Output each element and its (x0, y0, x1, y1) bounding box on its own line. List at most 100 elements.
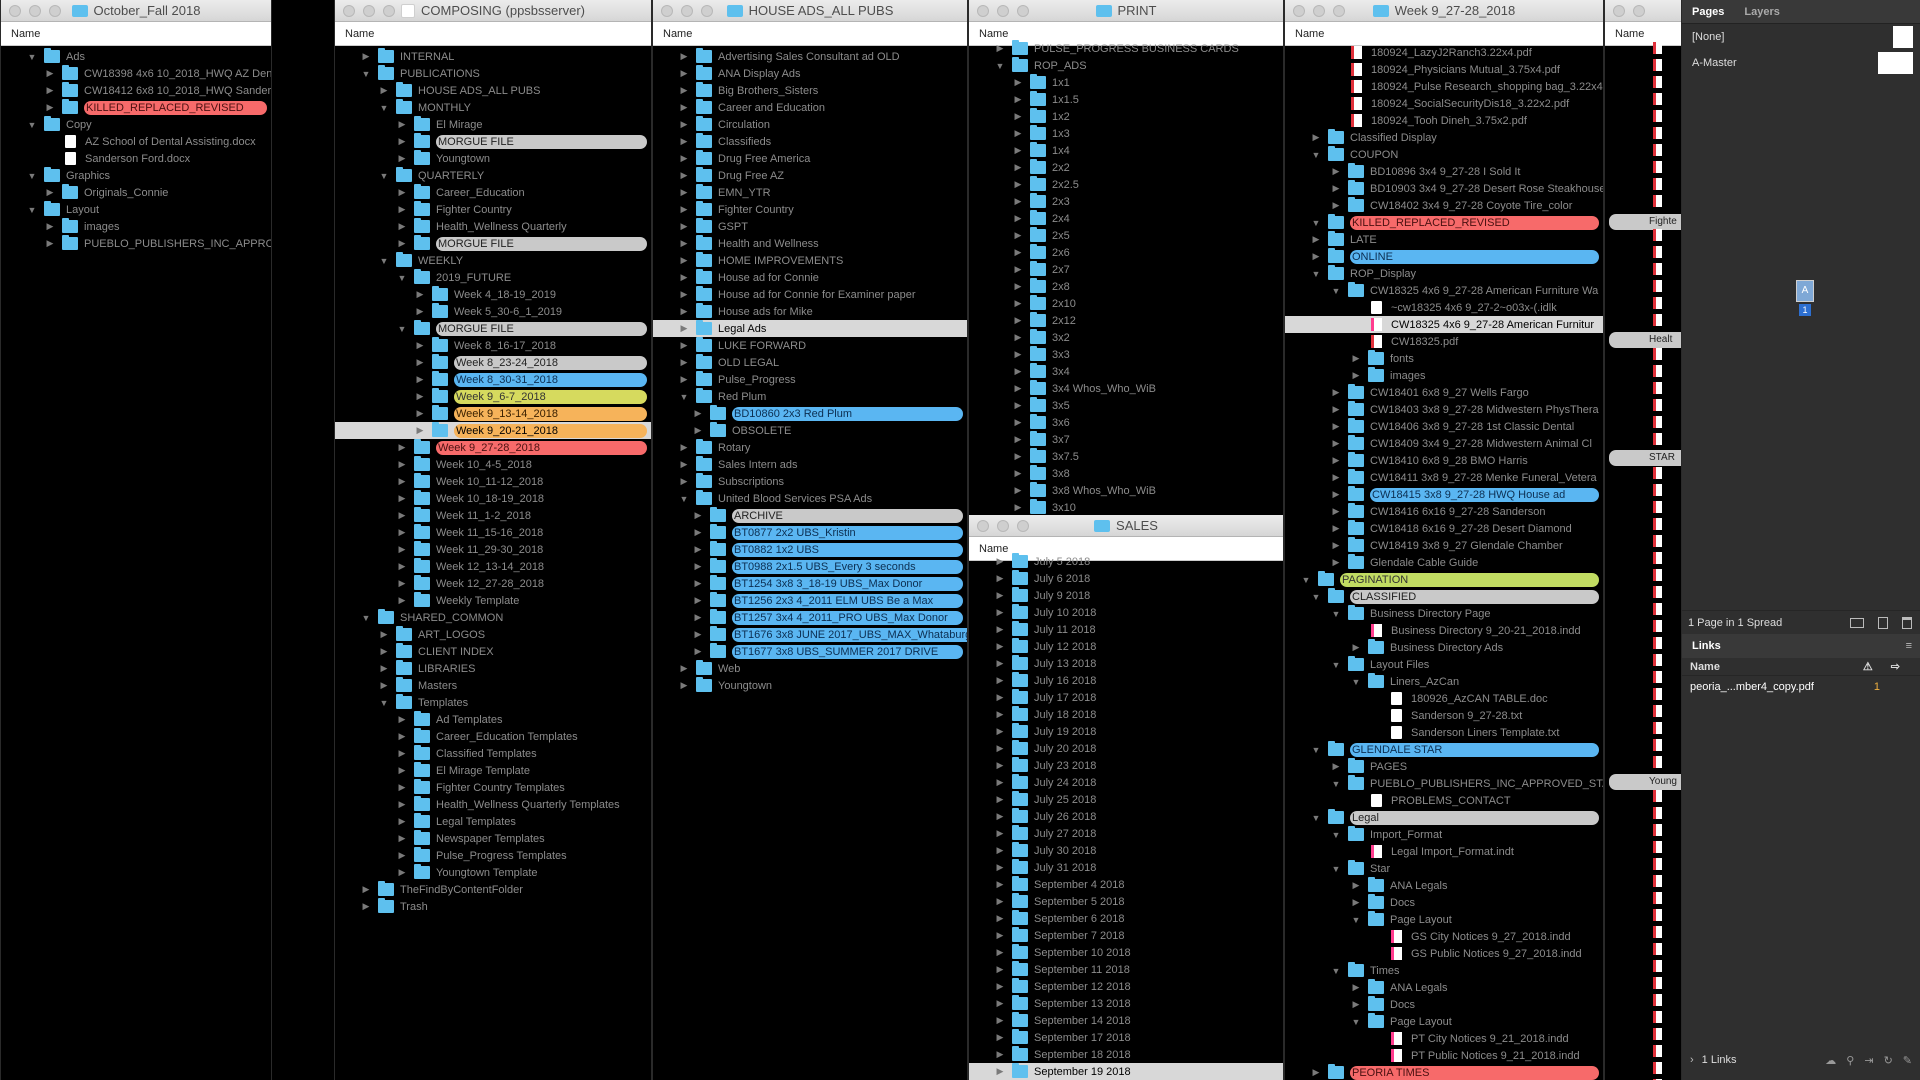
file-row[interactable]: 180926_AzCAN TABLE.doc (1285, 690, 1603, 707)
disclosure-closed-icon[interactable]: ▶ (1352, 370, 1360, 380)
folder-row[interactable]: ▶BT1676 3x8 JUNE 2017_UBS_MAX_Whataburge… (653, 626, 967, 643)
disclosure-open-icon[interactable]: ▼ (1311, 812, 1321, 823)
minimize-button[interactable] (681, 5, 693, 17)
folder-row[interactable]: ▶July 26 2018 (969, 808, 1283, 825)
file-row[interactable]: CW18325.pdf (1285, 333, 1603, 350)
disclosure-closed-icon[interactable]: ▶ (1332, 183, 1340, 193)
disclosure-closed-icon[interactable]: ▶ (398, 561, 406, 571)
disclosure-closed-icon[interactable]: ▶ (46, 238, 54, 248)
folder-row[interactable]: ▶3x10 (969, 499, 1283, 515)
folder-row[interactable]: ▼2019_FUTURE (335, 269, 651, 286)
folder-row[interactable]: ▶Health and Wellness (653, 235, 967, 252)
disclosure-open-icon[interactable]: ▼ (679, 493, 689, 504)
file-row[interactable]: GS Public Notices 9_27_2018.indd (1285, 945, 1603, 962)
disclosure-closed-icon[interactable]: ▶ (1014, 145, 1022, 155)
disclosure-closed-icon[interactable]: ▶ (996, 624, 1004, 634)
minimize-button[interactable] (1633, 5, 1645, 17)
folder-row[interactable]: ▼Page Layout (1285, 911, 1603, 928)
disclosure-open-icon[interactable]: ▼ (1331, 965, 1341, 976)
folder-row[interactable]: ▶BD10896 3x4 9_27-28 I Sold It (1285, 163, 1603, 180)
folder-row[interactable]: ▶PULSE_PROGRESS BUSINESS CARDS (969, 40, 1283, 57)
close-button[interactable] (1293, 5, 1305, 17)
window-titlebar[interactable]: October_Fall 2018 (1, 0, 271, 22)
folder-row[interactable]: ▶Week 11_1-2_2018 (335, 507, 651, 524)
folder-row[interactable]: ▶July 12 2018 (969, 638, 1283, 655)
disclosure-closed-icon[interactable]: ▶ (46, 187, 54, 197)
links-name-column[interactable]: Name (1690, 660, 1720, 673)
disclosure-closed-icon[interactable]: ▶ (680, 204, 688, 214)
folder-row[interactable]: ▶2x8 (969, 278, 1283, 295)
disclosure-open-icon[interactable]: ▼ (397, 272, 407, 283)
zoom-button[interactable] (701, 5, 713, 17)
disclosure-closed-icon[interactable]: ▶ (1352, 353, 1360, 363)
folder-row[interactable]: ▶Week 8_16-17_2018 (335, 337, 651, 354)
disclosure-closed-icon[interactable]: ▶ (1014, 349, 1022, 359)
disclosure-closed-icon[interactable]: ▶ (996, 981, 1004, 991)
disclosure-closed-icon[interactable]: ▶ (398, 459, 406, 469)
folder-row[interactable]: ▶ANA Display Ads (653, 65, 967, 82)
disclosure-closed-icon[interactable]: ▶ (1014, 111, 1022, 121)
folder-row[interactable]: ▶Originals_Connie (1, 184, 271, 201)
disclosure-closed-icon[interactable]: ▶ (46, 68, 54, 78)
zoom-button[interactable] (1333, 5, 1345, 17)
disclosure-closed-icon[interactable]: ▶ (1014, 94, 1022, 104)
folder-row[interactable]: ▶Week 8_30-31_2018 (335, 371, 651, 388)
disclosure-closed-icon[interactable]: ▶ (1014, 400, 1022, 410)
finder-window-week-9-27-28[interactable]: Week 9_27-28_2018 Name 180924_LazyJ2Ranc… (1284, 0, 1604, 1080)
disclosure-open-icon[interactable]: ▼ (397, 323, 407, 334)
folder-row[interactable]: ▼KILLED_REPLACED_REVISED (1285, 214, 1603, 231)
close-button[interactable] (343, 5, 355, 17)
folder-row[interactable]: ▶El Mirage (335, 116, 651, 133)
link-row[interactable]: peoria_...mber4_copy.pdf 1 (1682, 678, 1920, 696)
folder-row[interactable]: ▶BD10903 3x4 9_27-28 Desert Rose Steakho… (1285, 180, 1603, 197)
disclosure-open-icon[interactable]: ▼ (1331, 778, 1341, 789)
folder-row[interactable]: ▶House ads for Mike (653, 303, 967, 320)
folder-row[interactable]: ▶Fighter Country Templates (335, 779, 651, 796)
minimize-button[interactable] (997, 5, 1009, 17)
folder-row[interactable]: ▼Legal (1285, 809, 1603, 826)
folder-row[interactable]: ▶Health_Wellness Quarterly (335, 218, 651, 235)
folder-row[interactable]: ▶Week 12_13-14_2018 (335, 558, 651, 575)
disclosure-closed-icon[interactable]: ▶ (680, 476, 688, 486)
folder-row[interactable]: ▼CW18325 4x6 9_27-28 American Furniture … (1285, 282, 1603, 299)
finder-window-partial[interactable]: Name Fighte Healt STAR Young (1604, 0, 1682, 1080)
partial-label-fighter[interactable]: Fighte (1609, 214, 1681, 230)
disclosure-closed-icon[interactable]: ▶ (398, 850, 406, 860)
folder-row[interactable]: ▼Times (1285, 962, 1603, 979)
disclosure-closed-icon[interactable]: ▶ (996, 964, 1004, 974)
disclosure-closed-icon[interactable]: ▶ (1352, 897, 1360, 907)
disclosure-closed-icon[interactable]: ▶ (1014, 485, 1022, 495)
folder-row[interactable]: ▶Drug Free America (653, 150, 967, 167)
window-titlebar[interactable] (1605, 0, 1681, 22)
folder-row[interactable]: ▶Docs (1285, 996, 1603, 1013)
disclosure-closed-icon[interactable]: ▶ (680, 663, 688, 673)
folder-row[interactable]: ▶LIBRARIES (335, 660, 651, 677)
disclosure-closed-icon[interactable]: ▶ (1352, 999, 1360, 1009)
disclosure-closed-icon[interactable]: ▶ (694, 612, 702, 622)
disclosure-closed-icon[interactable]: ▶ (398, 544, 406, 554)
folder-row[interactable]: ▶Week 11_15-16_2018 (335, 524, 651, 541)
disclosure-closed-icon[interactable]: ▶ (416, 391, 424, 401)
column-header-name[interactable]: Name (335, 22, 651, 46)
folder-row[interactable]: ▶OLD LEGAL (653, 354, 967, 371)
folder-row[interactable]: ▶ANA Legals (1285, 877, 1603, 894)
folder-row[interactable]: ▼ROP_ADS (969, 57, 1283, 74)
folder-row[interactable]: ▶2x2 (969, 159, 1283, 176)
folder-row[interactable]: ▶3x7.5 (969, 448, 1283, 465)
disclosure-open-icon[interactable]: ▼ (1331, 659, 1341, 670)
window-titlebar[interactable]: HOUSE ADS_ALL PUBS (653, 0, 967, 22)
disclosure-closed-icon[interactable]: ▶ (398, 867, 406, 877)
disclosure-closed-icon[interactable]: ▶ (680, 187, 688, 197)
folder-row[interactable]: ▶CW18401 6x8 9_27 Wells Fargo (1285, 384, 1603, 401)
a-master-thumb-right[interactable] (1893, 52, 1913, 74)
disclosure-closed-icon[interactable]: ▶ (680, 68, 688, 78)
folder-row[interactable]: ▶LUKE FORWARD (653, 337, 967, 354)
folder-row[interactable]: ▶El Mirage Template (335, 762, 651, 779)
folder-row[interactable]: ▶2x2.5 (969, 176, 1283, 193)
disclosure-closed-icon[interactable]: ▶ (996, 1015, 1004, 1025)
folder-row[interactable]: ▶CW18419 3x8 9_27 Glendale Chamber (1285, 537, 1603, 554)
folder-row[interactable]: ▶EMN_YTR (653, 184, 967, 201)
disclosure-closed-icon[interactable]: ▶ (680, 680, 688, 690)
warning-icon[interactable]: ⚠ (1862, 661, 1873, 673)
none-master-row[interactable]: [None] (1682, 24, 1920, 50)
